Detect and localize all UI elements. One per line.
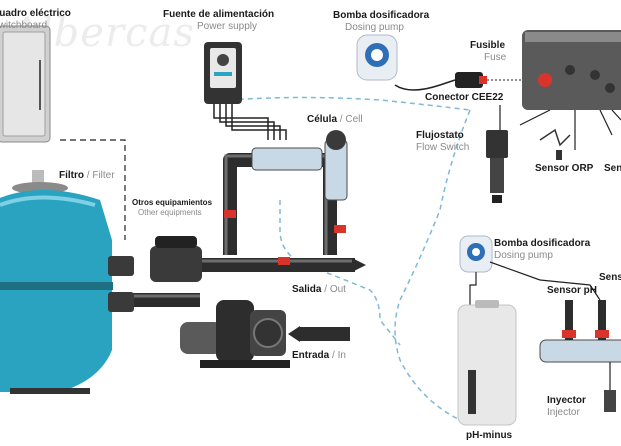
sand-filter xyxy=(0,170,134,394)
label-flow-switch-es: Flujostato xyxy=(416,130,464,141)
sensor-pipe-assembly xyxy=(539,279,621,412)
connector-cee22 xyxy=(455,72,528,88)
pool-pump xyxy=(150,236,290,368)
label-other-equipment: Otros equipamientos Other equipments xyxy=(132,198,212,218)
label-inlet: Entrada / In xyxy=(292,350,346,362)
label-outlet-sep: / xyxy=(324,284,328,295)
ph-minus-container xyxy=(457,300,517,426)
label-power-supply-es: Fuente de alimentación xyxy=(163,9,275,20)
label-fuse-es: Fusible xyxy=(470,40,506,51)
label-filter: Filtro / Filter xyxy=(59,170,115,182)
label-injector-en: Injector xyxy=(547,407,580,418)
board-cable xyxy=(60,139,126,240)
label-connector: Conector CEE22 xyxy=(425,92,503,104)
label-cell-es: Célula xyxy=(307,114,338,125)
label-sensor-right-text: Sen xyxy=(604,163,621,174)
label-inlet-es: Entrada xyxy=(292,350,330,361)
label-flow-switch: Flujostato Flow Switch xyxy=(416,130,469,154)
label-sensor-partial: Sens xyxy=(599,272,621,284)
label-fuse-en: Fuse xyxy=(484,52,507,63)
label-dosing-pump-mid-en: Dosing pump xyxy=(494,250,553,261)
power-supply xyxy=(204,42,287,140)
label-dosing-pump-mid: Bomba dosificadora Dosing pump xyxy=(494,238,590,262)
label-inlet-en: In xyxy=(337,350,346,361)
label-cell-en: Cell xyxy=(345,114,363,125)
valve-markers xyxy=(224,210,346,265)
label-power-supply-en: Power supply xyxy=(197,21,258,32)
label-inlet-sep: / xyxy=(332,350,335,361)
label-outlet: Salida / Out xyxy=(292,284,346,296)
label-electrical-board-en: Switchboard xyxy=(0,20,48,31)
label-other-equipment-es: Otros equipamientos xyxy=(132,198,213,207)
label-filter-es: Filtro xyxy=(59,170,84,181)
label-other-equipment-en: Other equipments xyxy=(138,208,202,217)
label-dosing-pump-top-es: Bomba dosificadora xyxy=(333,10,430,21)
control-panel xyxy=(519,30,621,150)
label-outlet-es: Salida xyxy=(292,284,322,295)
label-injector-es: Inyector xyxy=(547,395,586,406)
label-orp-sensor: Sensor ORP xyxy=(535,163,593,175)
label-filter-sep: / xyxy=(86,170,90,181)
label-sensor-ph-es: Sensor pH xyxy=(547,285,598,296)
outlet-arrow xyxy=(352,258,366,272)
label-sensor-right: Sen xyxy=(604,163,621,175)
orp-sensor-connector xyxy=(539,128,571,160)
electrical-board xyxy=(0,25,51,143)
label-filter-en: Filter xyxy=(92,170,115,181)
dosing-pump-mid xyxy=(459,235,541,305)
label-flow-switch-en: Flow Switch xyxy=(416,142,470,153)
label-dosing-pump-top-en: Dosing pump xyxy=(345,22,404,33)
label-cell: Célula / Cell xyxy=(307,114,363,126)
label-cell-sep: / xyxy=(339,114,343,125)
label-dosing-pump-mid-es: Bomba dosificadora xyxy=(494,238,591,249)
label-electrical-board: Cuadro eléctrico Switchboard xyxy=(0,8,71,32)
flow-switch xyxy=(486,105,508,203)
label-ph-minus: pH-minus xyxy=(466,430,512,442)
label-sensor-ph: Sensor pH xyxy=(547,285,597,297)
label-fuse: Fusible Fuse xyxy=(470,40,506,64)
label-outlet-en: Out xyxy=(329,284,346,295)
label-connector-es: Conector CEE22 xyxy=(425,92,504,103)
label-power-supply: Fuente de alimentación Power supply xyxy=(163,9,274,33)
label-sensor-partial-text: Sens xyxy=(599,272,621,283)
label-ph-minus-es: pH-minus xyxy=(466,430,513,441)
label-injector: Inyector Injector xyxy=(547,395,586,419)
label-electrical-board-es: Cuadro eléctrico xyxy=(0,8,71,19)
label-orp-sensor-es: Sensor ORP xyxy=(535,163,594,174)
label-dosing-pump-top: Bomba dosificadora Dosing pump xyxy=(333,10,429,34)
dosing-pump-top xyxy=(356,34,456,91)
inlet-arrow xyxy=(288,326,300,342)
electrolysis-cell xyxy=(251,130,348,201)
